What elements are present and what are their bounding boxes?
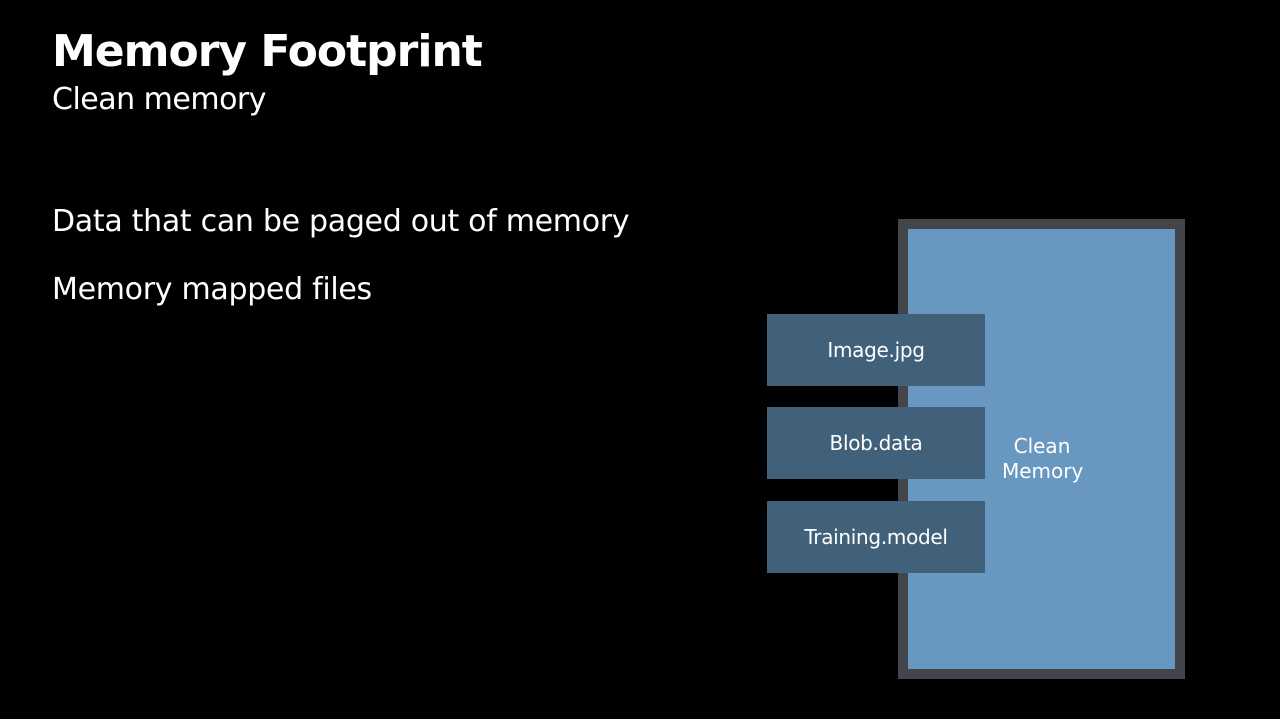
clean-memory-label-line2: Memory [1002, 459, 1084, 483]
clean-memory-block: Clean Memory [898, 219, 1185, 679]
file-label: Image.jpg [827, 338, 925, 362]
slide-title: Memory Footprint [52, 26, 483, 77]
bullet-item: Memory mapped files [52, 272, 372, 307]
bullet-item: Data that can be paged out of memory [52, 204, 630, 239]
clean-memory-label: Clean Memory [1002, 434, 1084, 484]
file-box-blob: Blob.data [767, 407, 985, 479]
bullet-list: Data that can be paged out of memory Mem… [52, 200, 630, 336]
file-label: Blob.data [829, 431, 923, 455]
slide-subtitle: Clean memory [52, 82, 267, 117]
file-box-image: Image.jpg [767, 314, 985, 386]
file-label: Training.model [804, 525, 948, 549]
clean-memory-label-line1: Clean [1013, 434, 1071, 458]
file-box-training-model: Training.model [767, 501, 985, 573]
